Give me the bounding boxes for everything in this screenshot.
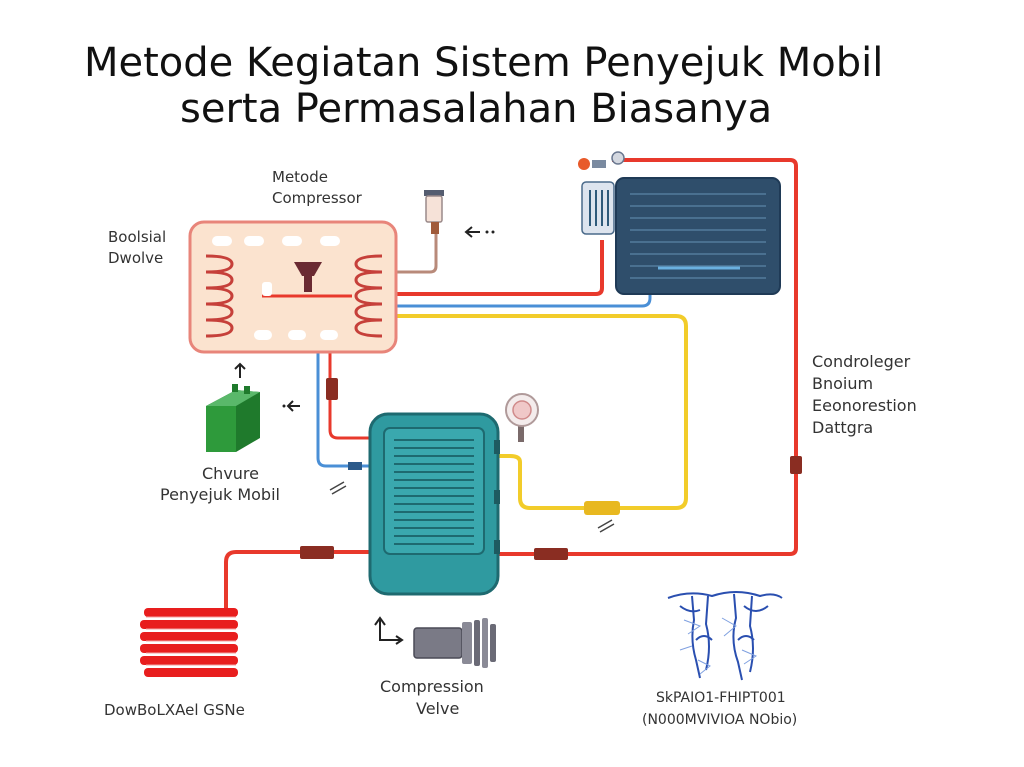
label-compression: Compression <box>380 677 484 696</box>
hot-pipe-bottom-left <box>224 550 370 610</box>
up-arrow-icon <box>234 362 246 378</box>
battery-icon <box>206 384 260 452</box>
label-metode: Metode <box>272 168 328 186</box>
label-chvure: Chvure <box>202 464 259 483</box>
diagram-title-line-2: serta Permasalahan Biasanya <box>180 86 773 132</box>
compressor-feed-pipe <box>392 232 438 274</box>
label-sk-code: SkPAIO1-FHIPT001 <box>656 690 786 706</box>
label-dattgra: Dattgra <box>812 418 874 437</box>
left-arrow-icon <box>286 400 300 412</box>
label-dwolve: Dwolve <box>108 249 164 267</box>
pipe-connector <box>534 548 568 560</box>
filter-marker-icon <box>329 481 347 495</box>
pressure-gauge-icon <box>505 393 539 442</box>
hot-pipe-top-right <box>570 158 798 556</box>
label-boolsial: Boolsial <box>108 228 167 246</box>
diagram-title-line-1: Metode Kegiatan Sistem Penyejuk Mobil <box>84 40 884 86</box>
condenser-radiator <box>578 151 781 295</box>
compressor-unit <box>188 220 398 354</box>
pipe-connector <box>348 462 362 470</box>
bent-arrow-icon <box>374 616 400 641</box>
label-penyejuk-mobil: Penyejuk Mobil <box>160 485 280 504</box>
left-arrow-icon <box>464 226 480 238</box>
label-condroleger: Condroleger <box>812 352 911 371</box>
evaporator-unit <box>368 412 500 596</box>
hot-pipe-unit-to-radiator <box>393 240 604 296</box>
compressor-head-icon <box>424 190 444 234</box>
label-compressor: Compressor <box>272 189 362 207</box>
filter-marker-icon <box>597 519 615 533</box>
label-eeonorestion: Eeonorestion <box>812 396 917 415</box>
label-bottom-left: DowBoLXAel GSNe <box>104 701 245 719</box>
capillary-network-icon <box>667 591 783 681</box>
pipe-connector <box>326 378 338 400</box>
pump-icon <box>294 262 322 276</box>
label-model-code: (N000MVIVIOA NObio) <box>642 712 798 728</box>
label-velve: Velve <box>416 699 460 718</box>
left-coil <box>205 254 234 338</box>
hot-pipe-unit-to-evap <box>328 340 372 440</box>
pipe-filter <box>584 501 620 515</box>
compression-valve-icon <box>413 618 496 668</box>
pipe-connector <box>790 456 802 474</box>
right-coil <box>354 254 383 338</box>
label-bnoium: Bnoium <box>812 374 874 393</box>
pipe-connector <box>300 546 334 559</box>
heater-coil <box>140 608 238 677</box>
